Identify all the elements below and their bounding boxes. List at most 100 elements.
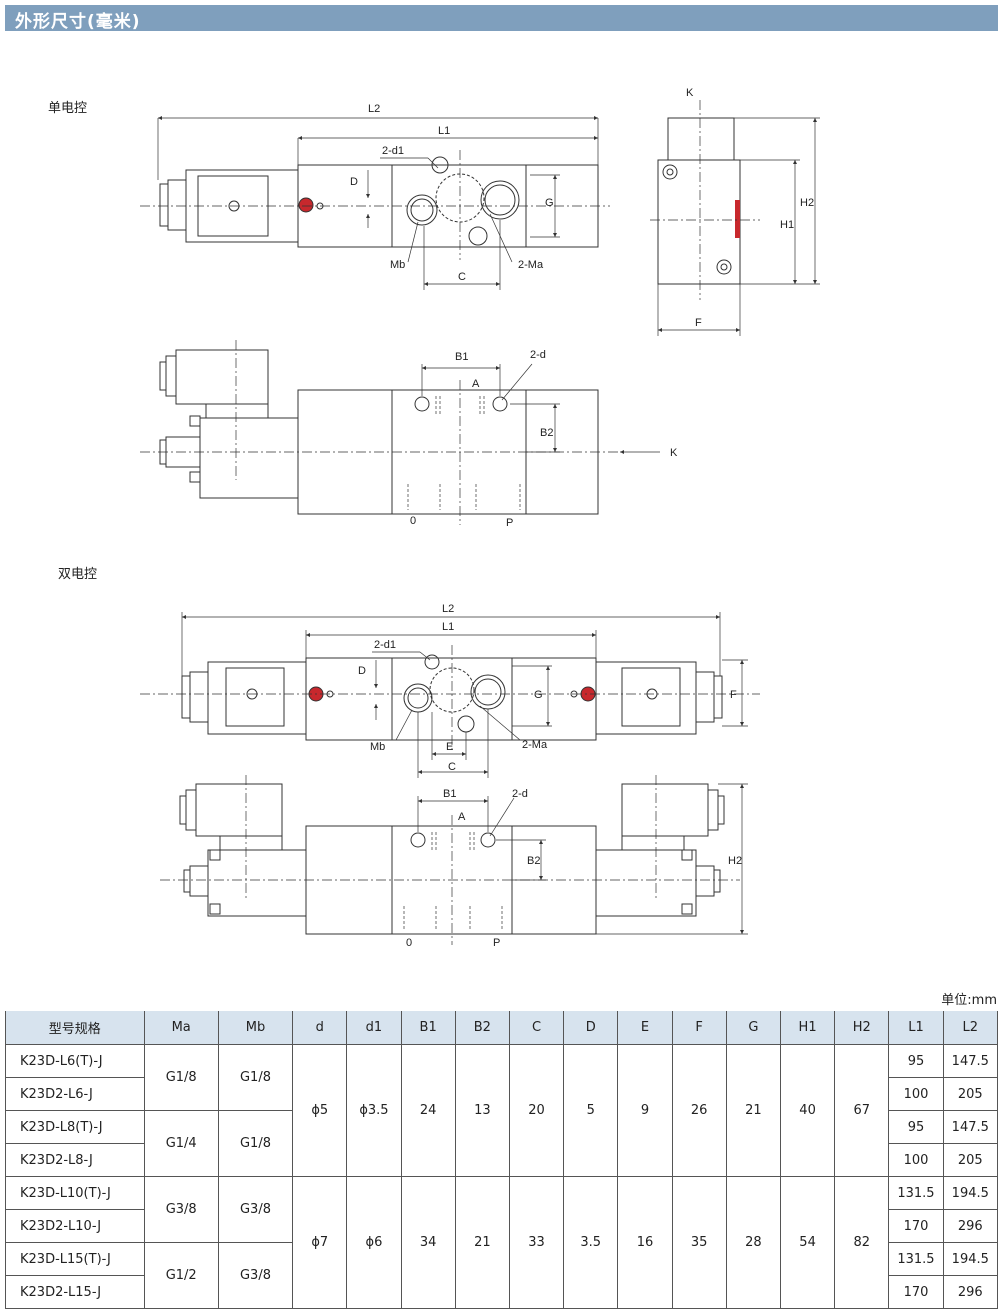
label-2d1-double: 2-d1 bbox=[374, 639, 396, 651]
label-d-single: D bbox=[350, 176, 358, 188]
l1-cell: 170 bbox=[888, 1209, 944, 1243]
col-header: G bbox=[725, 1011, 781, 1045]
model-cell: K23D2-L10-J bbox=[5, 1209, 145, 1243]
l1-cell: 131.5 bbox=[888, 1176, 944, 1210]
l1-cell: 170 bbox=[888, 1275, 944, 1309]
col-header: D bbox=[563, 1011, 619, 1045]
mb-cell: G3/8 bbox=[217, 1176, 294, 1243]
col-header: H1 bbox=[779, 1011, 836, 1045]
d-cell: ϕ5 bbox=[292, 1044, 348, 1177]
col-header: d bbox=[292, 1011, 348, 1045]
model-cell: K23D2-L6-J bbox=[5, 1077, 145, 1111]
table-row: K23D-L6(T)-J G1/8 G1/8 ϕ5 ϕ3.5 24 13 20 … bbox=[5, 1044, 999, 1177]
ma-cell: G1/2 bbox=[143, 1242, 219, 1309]
label-g-double: G bbox=[534, 689, 543, 701]
single-side-view bbox=[650, 100, 820, 336]
col-header: B1 bbox=[400, 1011, 456, 1045]
label-l1-double: L1 bbox=[442, 621, 454, 633]
label-b2-double: B2 bbox=[527, 855, 540, 867]
label-2ma-double: 2-Ma bbox=[522, 739, 548, 751]
l1-cell: 131.5 bbox=[888, 1242, 944, 1276]
col-header: L1 bbox=[888, 1011, 944, 1045]
table-row: K23D-L15(T)-J G1/2 G3/8 131.5 194.5 bbox=[5, 1242, 999, 1309]
label-l2-double: L2 bbox=[442, 603, 454, 615]
mb-cell: G3/8 bbox=[217, 1242, 294, 1309]
b1-cell: 24 bbox=[400, 1044, 456, 1177]
label-p-single: P bbox=[506, 517, 513, 529]
label-g-single: G bbox=[545, 197, 554, 209]
label-h2-double: H2 bbox=[728, 855, 742, 867]
double-top-view bbox=[140, 612, 760, 778]
model-cell: K23D-L6(T)-J bbox=[5, 1044, 145, 1078]
single-control-label: 单电控 bbox=[48, 101, 88, 116]
label-e-double: E bbox=[446, 741, 453, 753]
spec-table: 型号规格 Ma Mb d d1 B1 B2 C D E F G H1 H2 L1… bbox=[5, 1011, 999, 1309]
b2-cell: 13 bbox=[454, 1044, 510, 1177]
col-header: B2 bbox=[454, 1011, 510, 1045]
model-cell: K23D-L10(T)-J bbox=[5, 1176, 145, 1210]
mb-cell: G1/8 bbox=[217, 1110, 294, 1177]
label-k-side: K bbox=[686, 87, 694, 99]
d1-cell: ϕ6 bbox=[346, 1176, 402, 1309]
ma-cell: G1/8 bbox=[143, 1044, 219, 1111]
model-cell: K23D-L15(T)-J bbox=[5, 1242, 145, 1276]
l1-cell: 100 bbox=[888, 1143, 944, 1177]
ma-cell: G3/8 bbox=[143, 1176, 219, 1243]
label-l1-single: L1 bbox=[438, 125, 450, 137]
label-mb-single: Mb bbox=[390, 259, 405, 271]
col-header: H2 bbox=[834, 1011, 890, 1045]
col-header: d1 bbox=[346, 1011, 402, 1045]
e-cell: 16 bbox=[617, 1176, 673, 1309]
label-0-single: 0 bbox=[410, 515, 416, 527]
mb-cell: G1/8 bbox=[217, 1044, 294, 1111]
b1-cell: 34 bbox=[400, 1176, 456, 1309]
l2-cell: 194.5 bbox=[942, 1176, 999, 1210]
col-header: E bbox=[617, 1011, 673, 1045]
label-0-double: 0 bbox=[406, 937, 412, 949]
d-cell: ϕ7 bbox=[292, 1176, 348, 1309]
label-c-double: C bbox=[448, 761, 456, 773]
col-header: 型号规格 bbox=[5, 1011, 145, 1045]
table-row: K23D2-L15-J 170 296 bbox=[5, 1275, 999, 1309]
col-header: Mb bbox=[217, 1011, 294, 1045]
double-control-label: 双电控 bbox=[58, 567, 98, 582]
h1-cell: 54 bbox=[779, 1176, 836, 1309]
g-cell: 21 bbox=[725, 1044, 781, 1177]
model-cell: K23D-L8(T)-J bbox=[5, 1110, 145, 1144]
label-f-double: F bbox=[730, 689, 737, 701]
l2-cell: 147.5 bbox=[942, 1044, 999, 1078]
d-dim-cell: 5 bbox=[563, 1044, 619, 1177]
label-h2-side: H2 bbox=[800, 197, 814, 209]
f-cell: 35 bbox=[671, 1176, 727, 1309]
l2-cell: 194.5 bbox=[942, 1242, 999, 1276]
label-2d-double: 2-d bbox=[512, 788, 528, 800]
unit-label: 单位:mm bbox=[941, 993, 997, 1008]
label-a-single: A bbox=[472, 378, 480, 390]
label-c-single: C bbox=[458, 271, 466, 283]
table-row: K23D2-L8-J 100 205 bbox=[5, 1143, 999, 1177]
d-dim-cell: 3.5 bbox=[563, 1176, 619, 1309]
l2-cell: 205 bbox=[942, 1077, 999, 1111]
label-h1-side: H1 bbox=[780, 219, 794, 231]
l2-cell: 205 bbox=[942, 1143, 999, 1177]
f-cell: 26 bbox=[671, 1044, 727, 1177]
label-b1-double: B1 bbox=[443, 788, 456, 800]
label-2ma-single: 2-Ma bbox=[518, 259, 544, 271]
label-p-double: P bbox=[493, 937, 500, 949]
c-cell: 20 bbox=[508, 1044, 565, 1177]
col-header: Ma bbox=[143, 1011, 219, 1045]
red-indicator-icon bbox=[298, 197, 314, 213]
d1-cell: ϕ3.5 bbox=[346, 1044, 402, 1177]
double-front-view bbox=[160, 775, 748, 945]
section-title: 外形尺寸(毫米) bbox=[15, 12, 141, 32]
label-2d-single: 2-d bbox=[530, 349, 546, 361]
model-cell: K23D2-L15-J bbox=[5, 1275, 145, 1309]
label-l2-single: L2 bbox=[368, 103, 380, 115]
section-header: 外形尺寸(毫米) bbox=[5, 5, 998, 32]
label-b2-single: B2 bbox=[540, 427, 553, 439]
table-row: K23D-L10(T)-J G3/8 G3/8 ϕ7 ϕ6 34 21 33 3… bbox=[5, 1176, 999, 1309]
dimension-drawing: L2 L1 2-d1 D G Mb C 2-Ma K H1 H2 F B1 2-… bbox=[140, 87, 820, 949]
h2-cell: 67 bbox=[834, 1044, 890, 1177]
g-cell: 28 bbox=[725, 1176, 781, 1309]
l1-cell: 95 bbox=[888, 1110, 944, 1144]
